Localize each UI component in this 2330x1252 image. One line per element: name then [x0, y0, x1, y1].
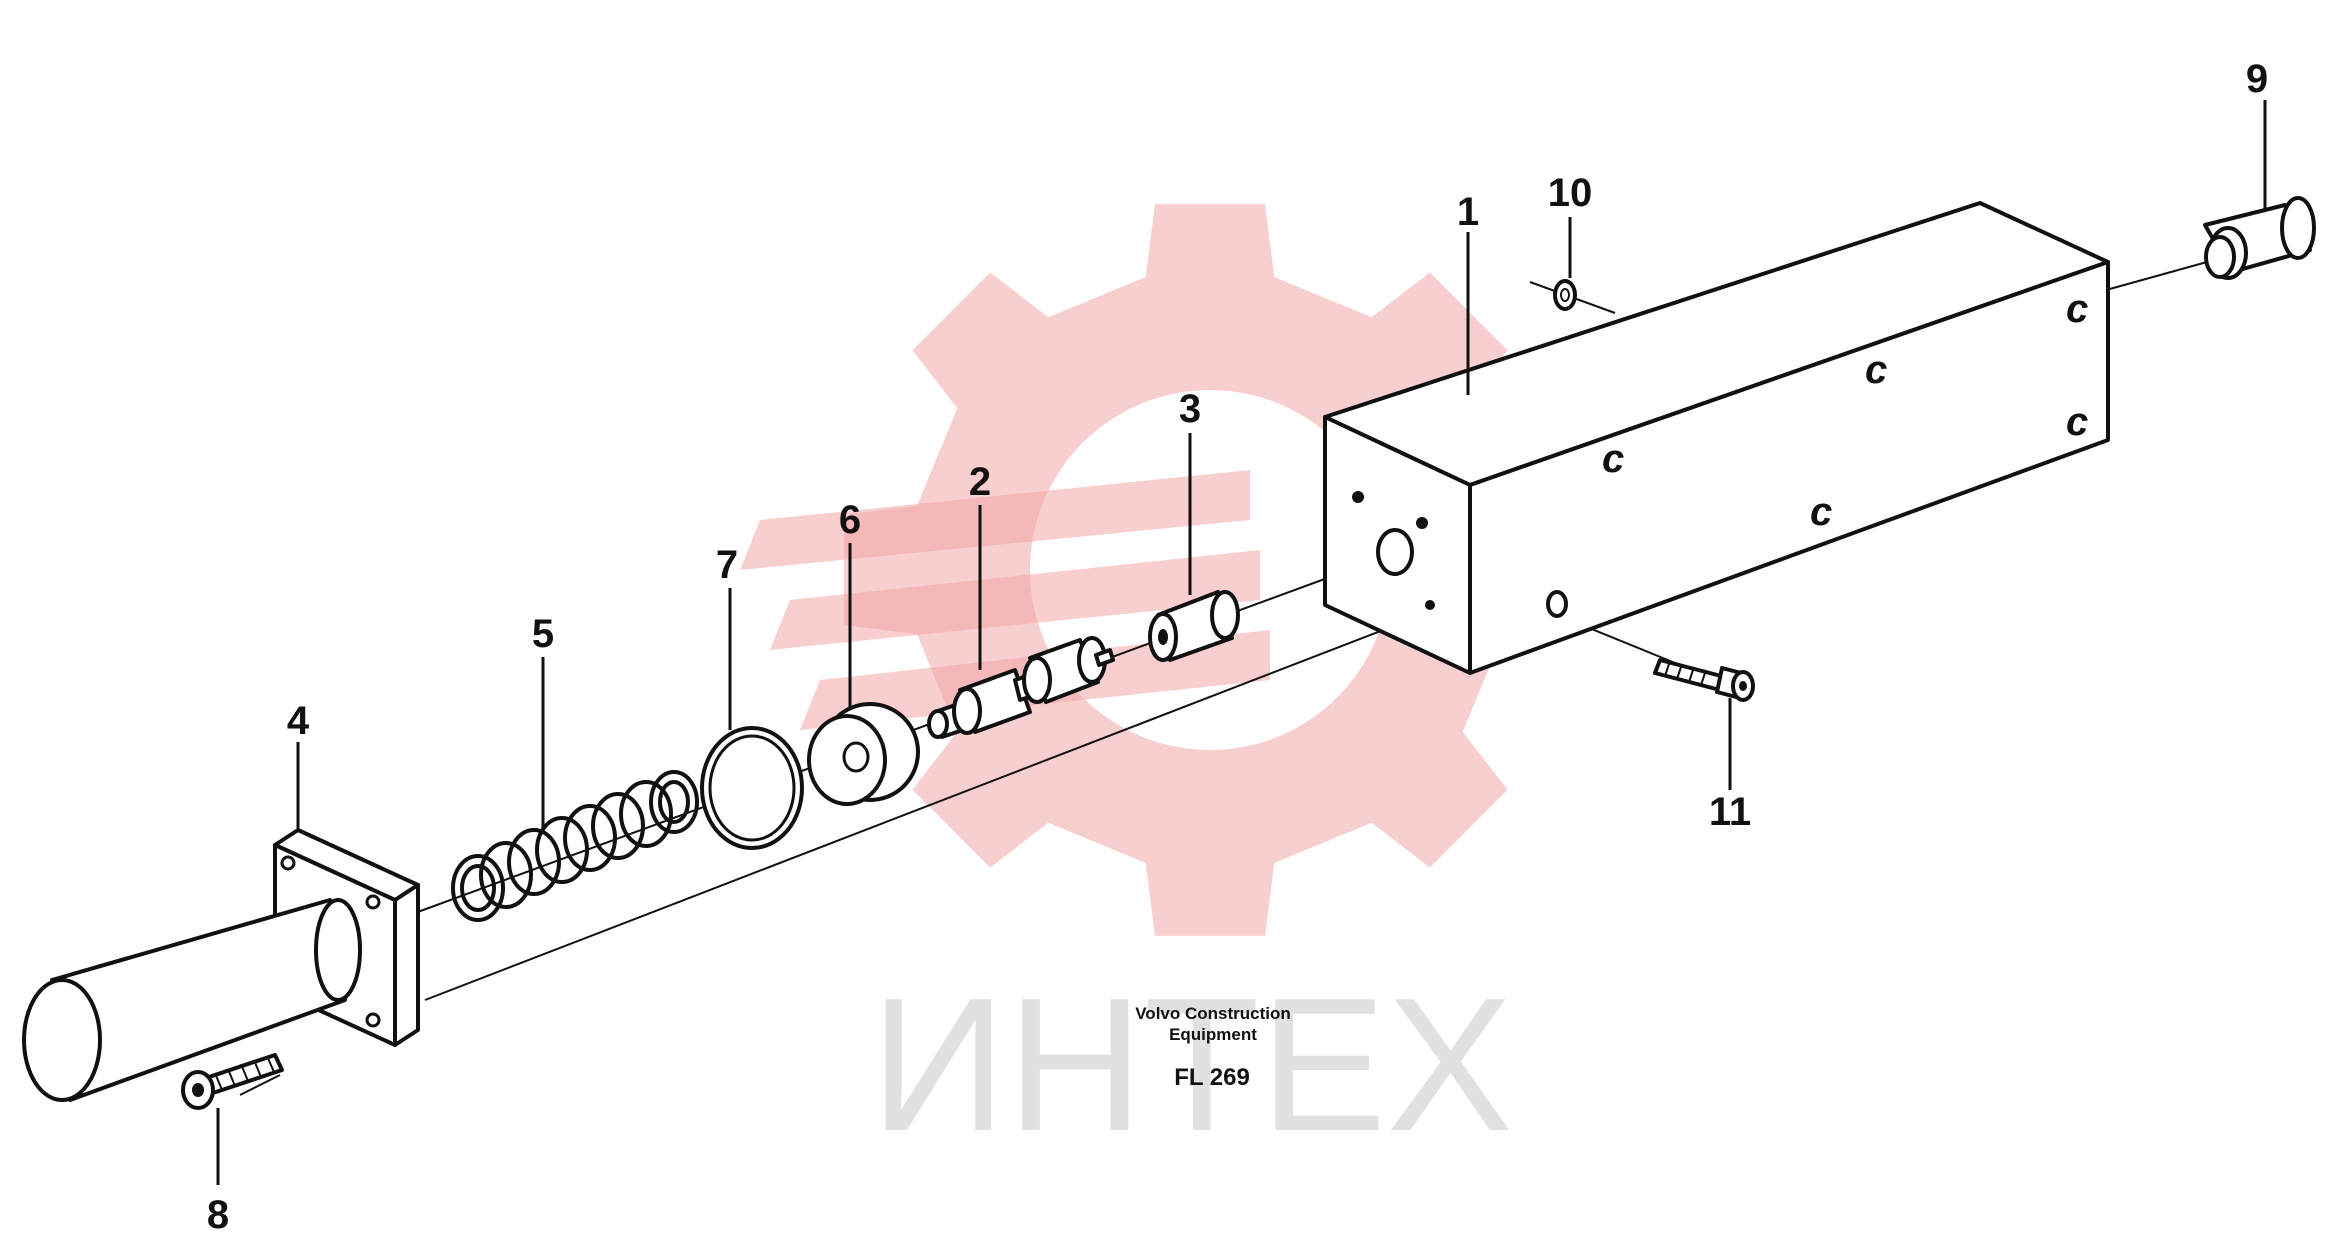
callout-8: 8 — [207, 1193, 229, 1237]
callout-2: 2 — [969, 460, 991, 504]
part-10-small-o-ring — [1553, 279, 1577, 311]
callout-3: 3 — [1179, 387, 1201, 431]
callout-9: 9 — [2246, 57, 2268, 101]
part-2-valve-spool — [927, 636, 1115, 739]
callout-7: 7 — [716, 543, 738, 587]
housing-hole-mark: c — [1865, 348, 1887, 392]
part-3-bushing — [1148, 590, 1240, 662]
housing-hole-mark: c — [2066, 287, 2088, 331]
part-7-o-ring — [700, 726, 804, 850]
caption-line-2: Equipment — [1169, 1025, 1257, 1044]
diagram-caption: Volvo Construction Equipment FL 269 — [1135, 1004, 1291, 1091]
watermark-gear-logo — [740, 204, 1576, 936]
callout-1: 1 — [1457, 190, 1479, 234]
part-1-valve-housing: c c c c c — [1323, 201, 2110, 675]
part-11-screw — [1653, 658, 1755, 702]
caption-line-1: Volvo Construction — [1135, 1004, 1291, 1023]
callout-6: 6 — [839, 498, 861, 542]
figure-code: FL 269 — [1174, 1064, 1250, 1091]
part-9-plug — [2203, 196, 2316, 280]
callout-5: 5 — [532, 612, 554, 656]
callout-11: 11 — [1709, 790, 1751, 834]
part-4-flanged-cover — [22, 828, 420, 1102]
watermark-text: ИНТЕХ — [870, 959, 1513, 1171]
part-6-washer — [807, 702, 920, 806]
leader-lines — [216, 100, 2267, 1185]
housing-hole-mark: c — [1602, 437, 1624, 481]
callout-4: 4 — [287, 699, 310, 743]
housing-hole-mark: c — [2066, 400, 2088, 444]
part-8-screw — [181, 1053, 284, 1110]
callout-labels: 1 2 3 4 5 6 7 8 9 10 11 — [207, 57, 2268, 1237]
callout-10: 10 — [1548, 171, 1593, 215]
part-5-spring — [451, 770, 699, 922]
housing-hole-mark: c — [1810, 490, 1832, 534]
